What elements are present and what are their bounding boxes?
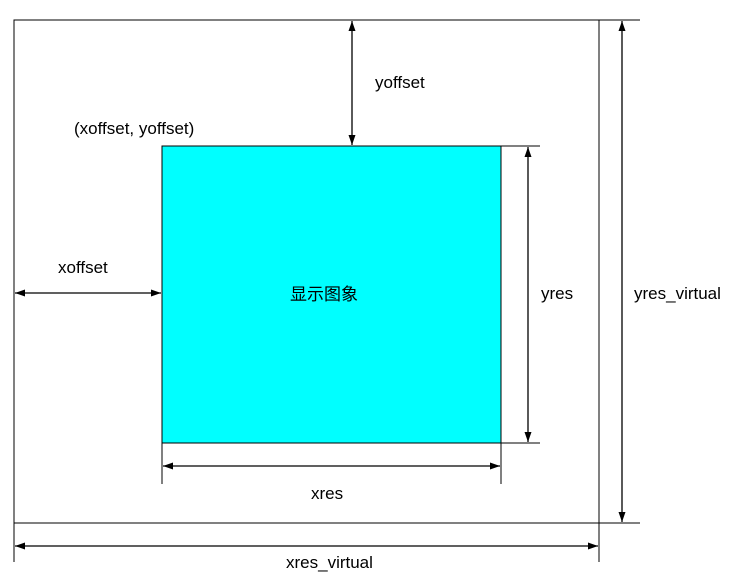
display-image-label: 显示图象 (290, 285, 358, 305)
virtual-screen-rect (13, 19, 600, 524)
yoffset-label: yoffset (375, 73, 425, 92)
xres-virtual-label: xres_virtual (286, 553, 373, 572)
yres-virtual-label: yres_virtual (634, 284, 721, 303)
yres-label: yres (541, 284, 573, 303)
xres-label: xres (311, 484, 343, 503)
display-image-rect (161, 145, 502, 444)
origin-label: (xoffset, yoffset) (74, 119, 194, 138)
xoffset-label: xoffset (58, 258, 108, 277)
